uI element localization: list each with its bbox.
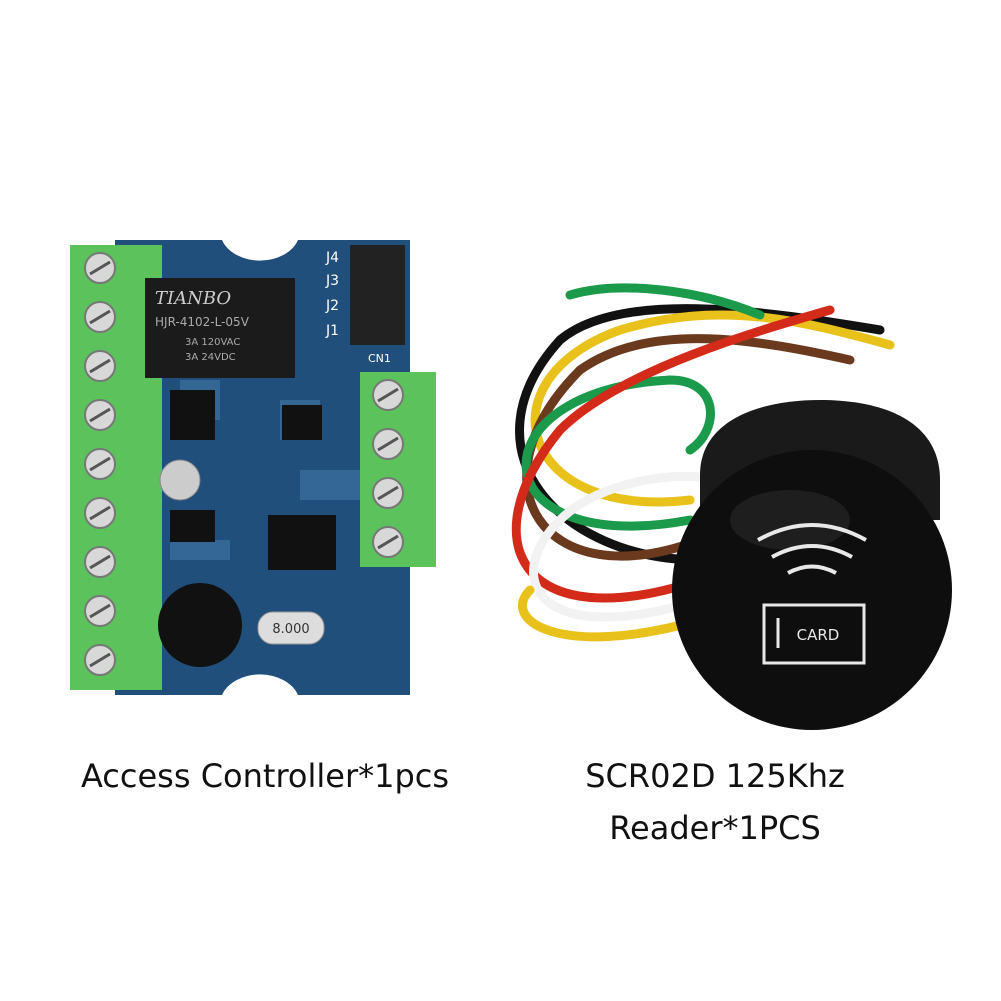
svg-text:3A 120VAC: 3A 120VAC (185, 337, 240, 348)
svg-text:TIANBO: TIANBO (155, 288, 231, 309)
reader-caption-line2: Reader*1PCS (609, 809, 821, 847)
right-terminal-block (360, 372, 436, 567)
reader-wires (511, 283, 895, 642)
reader-caption-line1: SCR02D 125Khz (585, 757, 845, 795)
svg-text:8.000: 8.000 (272, 622, 309, 637)
svg-text:J4: J4 (325, 250, 339, 266)
access-controller-board: TIANBO HJR-4102-L-05V 3A 120VAC 3A 24VDC… (70, 240, 436, 695)
card-icon: CARD (762, 603, 866, 665)
relay: TIANBO HJR-4102-L-05V 3A 120VAC 3A 24VDC (145, 278, 295, 378)
svg-text:J3: J3 (325, 273, 339, 289)
crystal: 8.000 (257, 611, 325, 645)
svg-text:J2: J2 (325, 298, 339, 314)
capacitor (159, 459, 201, 501)
svg-text:CARD: CARD (797, 626, 840, 644)
rfid-reader: CARD (672, 400, 952, 730)
svg-text:CN1: CN1 (368, 352, 391, 365)
wireless-icon (757, 523, 867, 575)
jumper-headers: J4 J3 J2 J1 CN1 (325, 245, 405, 365)
ic-chip (268, 515, 336, 570)
svg-text:J1: J1 (325, 323, 339, 339)
svg-text:HJR-4102-L-05V: HJR-4102-L-05V (155, 315, 250, 329)
transistor (170, 390, 215, 440)
svg-text:3A 24VDC: 3A 24VDC (185, 352, 236, 363)
buzzer (158, 583, 242, 667)
access-controller-caption: Access Controller*1pcs (80, 757, 450, 795)
